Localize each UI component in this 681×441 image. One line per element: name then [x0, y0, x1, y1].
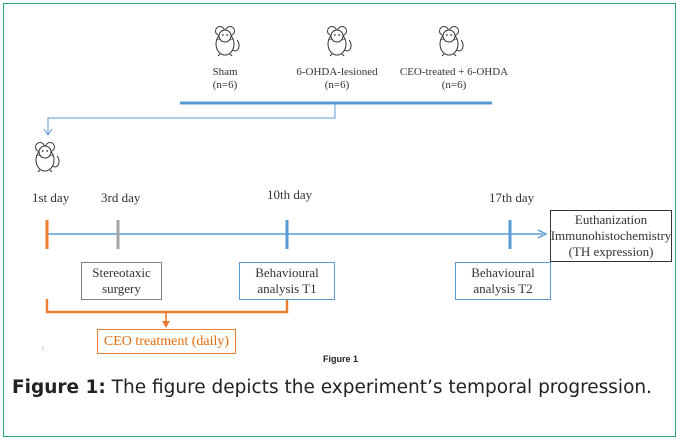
group-name: Sham — [212, 66, 238, 78]
stereotaxic-surgery-box: Stereotaxic surgery — [81, 262, 162, 300]
box-line: (TH expression) — [568, 244, 654, 259]
treatment-arrowhead — [162, 321, 170, 328]
treatment-bracket — [45, 299, 289, 314]
group-label-ceo: CEO-treated + 6-OHDA (n=6) — [394, 66, 514, 92]
box-line: Behavioural — [255, 265, 319, 280]
day-label-17: 17th day — [489, 190, 535, 205]
mouse-icon-ceo — [439, 26, 464, 57]
group-label-lesioned: 6-OHDA-lesioned (n=6) — [282, 66, 392, 92]
day-label-10: 10th day — [267, 187, 313, 202]
group-name: 6-OHDA-lesioned — [296, 66, 378, 78]
figure-caption: Figure 1: The figure depicts the experim… — [12, 374, 652, 402]
group-n: (n=6) — [324, 79, 350, 91]
group-n: (n=6) — [441, 79, 467, 91]
box-line: Euthanization — [574, 212, 648, 227]
box-line: Immunohistochemistry — [550, 228, 672, 243]
box-line: Behavioural — [471, 265, 535, 280]
figure-frame — [3, 3, 676, 437]
group-n: (n=6) — [212, 79, 238, 91]
caption-prefix: Figure 1: — [12, 377, 106, 398]
day-label-3: 3rd day — [101, 190, 141, 205]
mouse-icon-sham — [215, 26, 240, 57]
behavioural-t1-box: Behavioural analysis T1 — [239, 262, 335, 300]
box-line: Stereotaxic — [92, 265, 151, 280]
behavioural-t2-box: Behavioural analysis T2 — [455, 262, 551, 300]
box-line: analysis T2 — [473, 281, 533, 296]
mouse-icon-lesioned — [327, 26, 352, 57]
caption-text: The figure depicts the experiment’s temp… — [105, 377, 652, 398]
ceo-treatment-box: CEO treatment (daily) — [97, 329, 236, 354]
connector-line — [47, 103, 336, 134]
connector-arrowhead — [43, 128, 53, 136]
box-line: surgery — [102, 281, 141, 296]
group-label-sham: Sham (n=6) — [195, 66, 255, 92]
treatment-label: CEO treatment (daily) — [103, 333, 230, 349]
figure-label: Figure 1 — [322, 354, 358, 364]
mouse-icon-day1 — [35, 142, 60, 173]
box-line: analysis T1 — [257, 281, 317, 296]
endpoint-box: Euthanization Immunohistochemistry (TH e… — [550, 210, 672, 262]
timeline-arrowhead — [537, 229, 548, 239]
day-label-1: 1st day — [32, 190, 70, 205]
group-name: CEO-treated + 6-OHDA — [399, 66, 509, 78]
